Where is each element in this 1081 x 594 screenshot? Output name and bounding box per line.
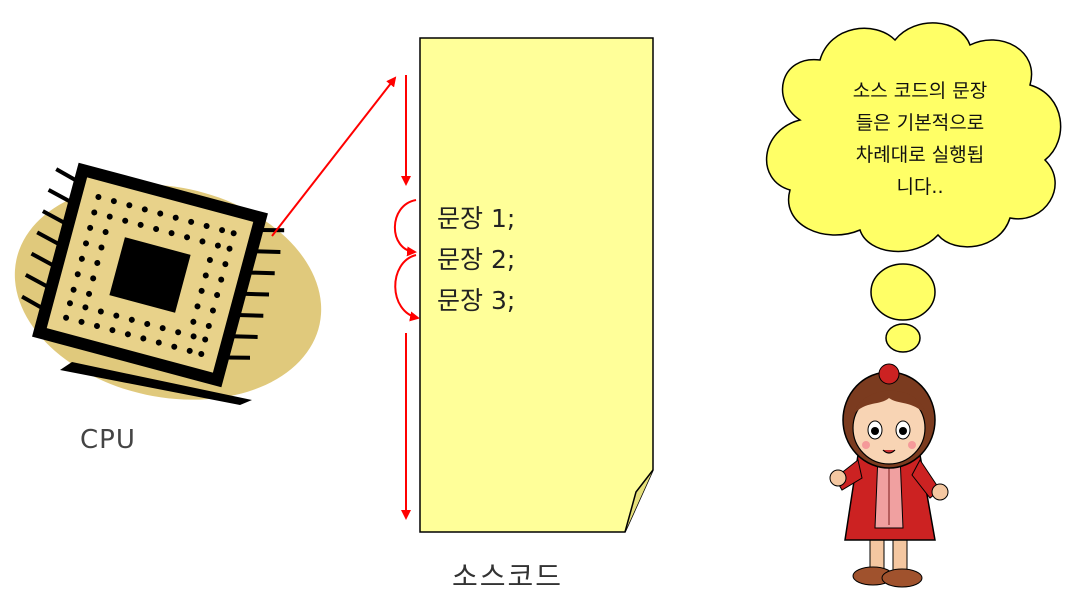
statement-3: 문장 3; [437,286,516,315]
speech-bubble-text: 소스 코드의 문장 들은 기본적으로 차례대로 실행됩 니다.. [795,75,1045,203]
statement-1: 문장 1; [437,204,516,233]
source-code-document [419,37,654,533]
source-code-label: 소스코드 [452,560,564,593]
girl-character-icon [829,363,949,588]
source-statements: 문장 1; 문장 2; 문장 3; [437,198,515,321]
cpu-label: CPU [80,425,136,455]
cpu-chip-icon [14,162,322,405]
execution-flow-arrows [394,75,420,520]
statement-2: 문장 2; [437,245,516,274]
speech-bubble [765,22,1062,353]
bubble-line-4: 니다.. [896,176,944,198]
cpu-to-source-arrow [271,76,397,237]
bubble-line-2: 들은 기본적으로 [855,112,985,134]
bubble-line-3: 차례대로 실행됩 [855,144,985,166]
bubble-line-1: 소스 코드의 문장 [852,80,988,102]
